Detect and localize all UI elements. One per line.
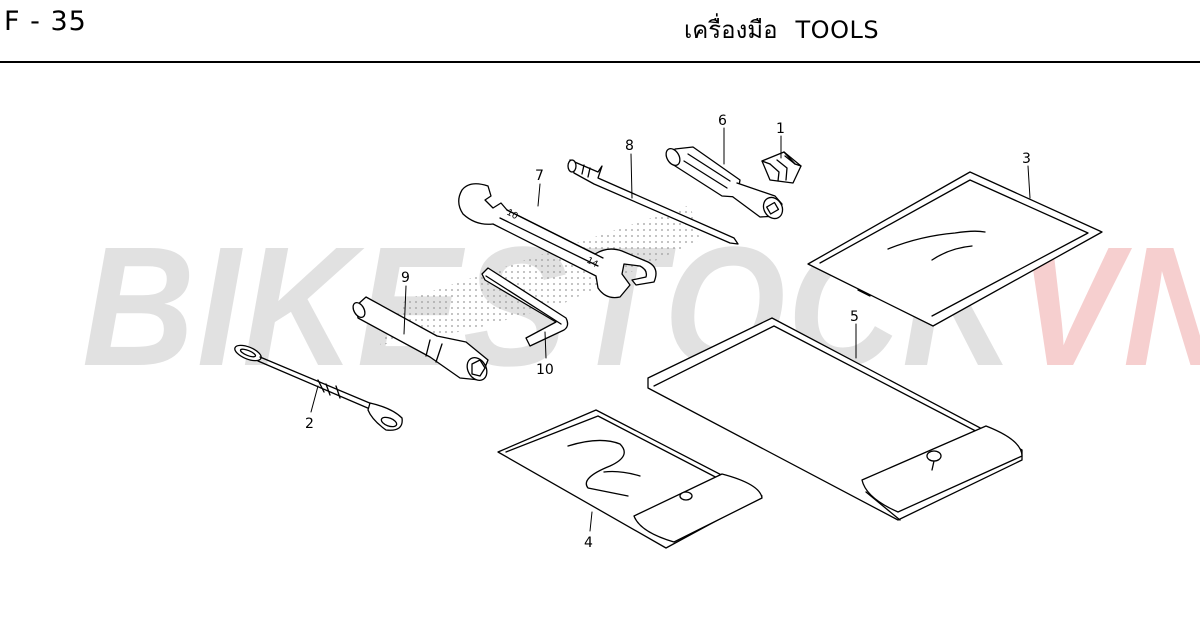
callout-labels: 1 2 3 4 5 6 7 8 9 10 — [305, 113, 1031, 551]
title-thai: เครื่องมือ — [684, 16, 778, 44]
part-4-tool-bag-small — [497, 409, 763, 549]
page-code: F - 35 — [4, 6, 87, 37]
leader-lines — [310, 127, 1031, 532]
part-6-screwdriver — [665, 146, 784, 220]
callout-4: 4 — [584, 535, 593, 551]
part-1-fuse-puller — [761, 151, 802, 184]
wrench-size-small: 10 — [505, 208, 520, 222]
part-5-tool-bag — [647, 317, 1023, 521]
callout-10: 10 — [536, 362, 554, 378]
part-7-wrench: 10 14 — [458, 183, 657, 299]
part-2-handle-bar — [234, 344, 403, 431]
part-10-hex-key — [481, 267, 569, 347]
callout-2: 2 — [305, 416, 314, 432]
page-title: เครื่องมือ TOOLS — [684, 10, 879, 49]
callout-7: 7 — [535, 168, 544, 184]
wing-logo-watermark — [380, 205, 700, 345]
part-9-spark-plug-wrench — [352, 296, 489, 381]
callout-8: 8 — [625, 138, 634, 154]
wrench-size-large: 14 — [585, 256, 600, 270]
callout-9: 9 — [401, 270, 410, 286]
title-english: TOOLS — [795, 16, 880, 44]
callout-5: 5 — [850, 309, 859, 325]
callout-1: 1 — [776, 121, 785, 137]
part-8-screwdriver-shaft — [567, 159, 739, 245]
header-rule — [0, 61, 1200, 63]
callout-6: 6 — [718, 113, 727, 129]
part-3-document-bag — [807, 171, 1103, 327]
callout-3: 3 — [1022, 151, 1031, 167]
